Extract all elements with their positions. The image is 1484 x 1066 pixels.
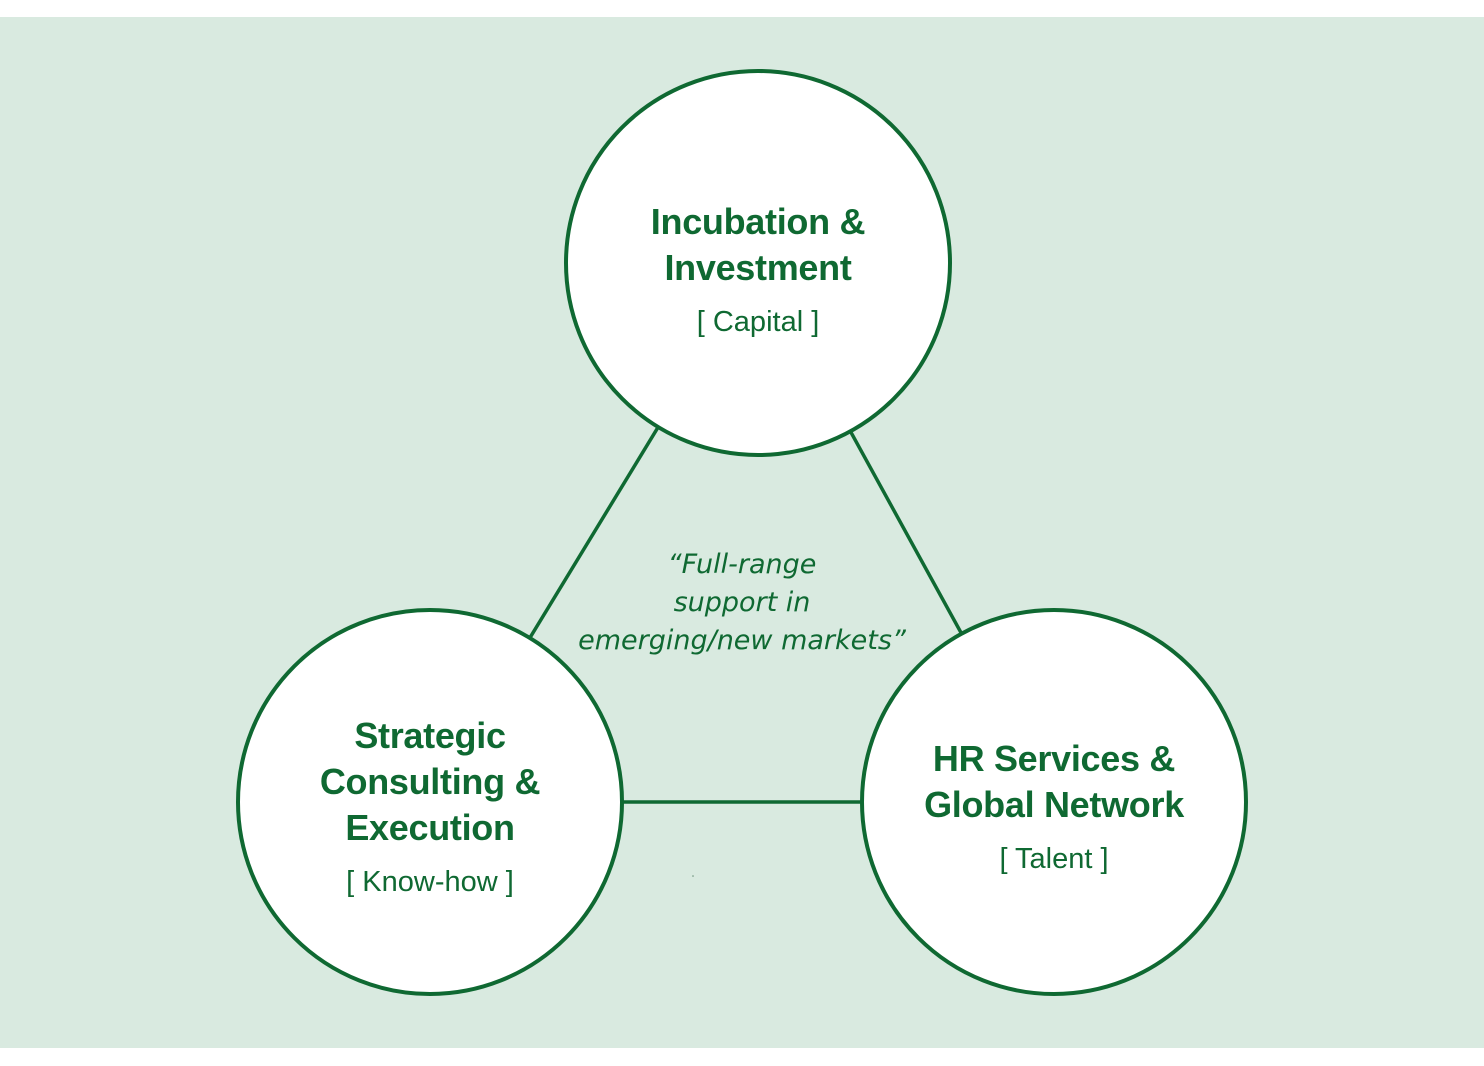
node-top-subtitle: [ Capital ]	[696, 306, 820, 338]
node-left-subtitle: [ Know-how ]	[346, 866, 514, 898]
node-right-title: HR Services & Global Network	[924, 738, 1184, 825]
node-top: Incubation & Investment [ Capital ]	[578, 199, 938, 339]
node-right-subtitle: [ Talent ]	[999, 843, 1109, 875]
node-circle-top	[564, 69, 952, 457]
node-right: HR Services & Global Network [ Talent ]	[874, 736, 1234, 876]
node-circle-left	[236, 608, 624, 996]
node-circle-right	[860, 608, 1248, 996]
center-quote: “Full-range support in emerging/new mark…	[578, 549, 906, 656]
node-left-title: Strategic Consulting & Execution	[319, 715, 541, 848]
node-left: Strategic Consulting & Execution [ Know-…	[250, 713, 610, 899]
node-top-title: Incubation & Investment	[650, 201, 866, 288]
stray-dot	[692, 875, 694, 877]
